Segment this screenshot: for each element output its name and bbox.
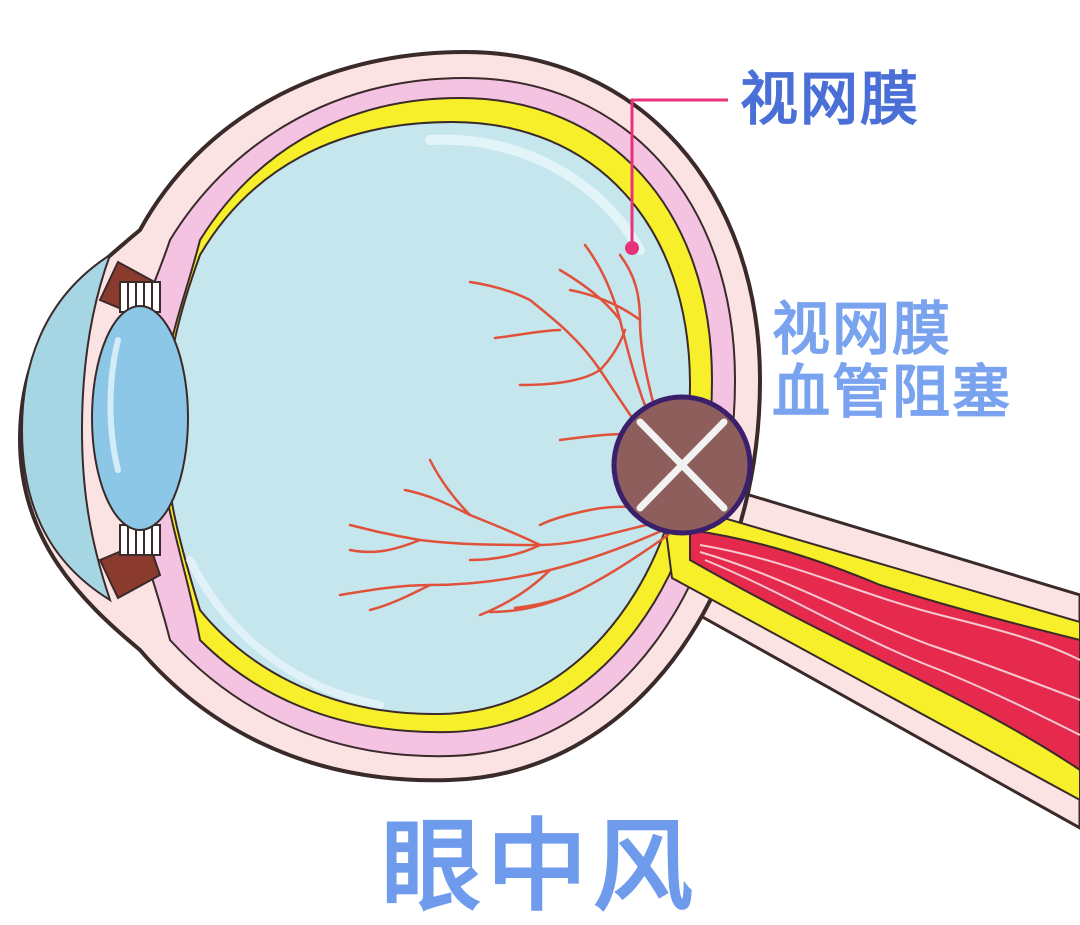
diagram-title: 眼中风 <box>381 808 699 925</box>
retinal-vessel-occlusion-label: 视网膜 血管阻塞 <box>772 298 1012 423</box>
retina-leader-line <box>630 98 728 248</box>
occlusion-label-line-2: 血管阻塞 <box>772 357 1013 426</box>
optic-nerve-fibers <box>699 544 1080 736</box>
lens-highlight <box>107 337 121 473</box>
retina-leader-dot <box>625 241 639 255</box>
occlusion-label-line-1: 视网膜 <box>772 295 953 363</box>
lens <box>91 305 189 531</box>
cornea <box>20 252 112 603</box>
vitreous-highlight-lower <box>186 556 384 709</box>
x-in-circle-icon <box>611 394 753 536</box>
retina-label: 视网膜 <box>740 65 921 133</box>
vitreous-highlight <box>425 134 645 255</box>
